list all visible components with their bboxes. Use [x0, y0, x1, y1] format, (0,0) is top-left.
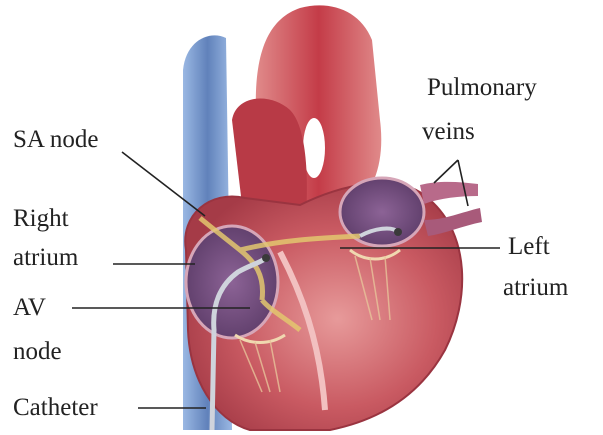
leader-pulmonary-vein-1 [434, 160, 458, 183]
label-veins: veins [422, 117, 475, 147]
label-av: AV [13, 293, 46, 323]
label-pulmonary: Pulmonary [427, 73, 537, 103]
label-left-atrium: atrium [503, 273, 568, 303]
label-catheter: Catheter [13, 393, 98, 423]
catheter-electrode [262, 254, 270, 262]
label-right: Right [13, 204, 69, 234]
catheter-tip-electrode [394, 228, 402, 236]
label-right-atrium: atrium [13, 243, 78, 273]
label-sa-node: SA node [13, 125, 98, 155]
label-left: Left [508, 232, 550, 262]
pulmonary-vein-upper [420, 182, 478, 204]
label-node: node [13, 337, 62, 367]
